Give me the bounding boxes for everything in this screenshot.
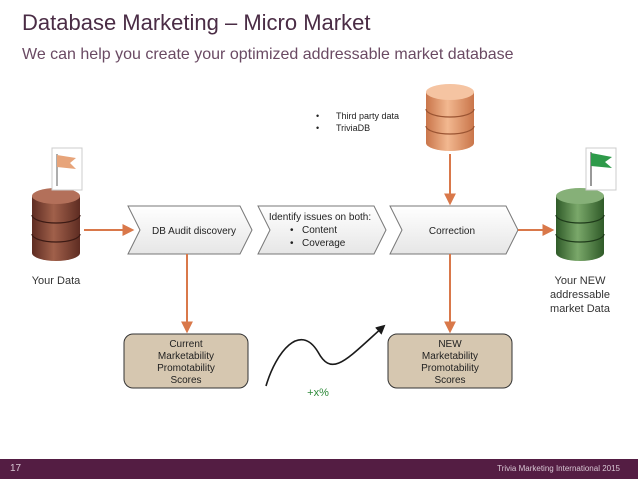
score-line: Current — [169, 339, 203, 350]
current-scores-text: Current Marketability Promotability Scor… — [157, 339, 215, 386]
third-party-database-icon — [425, 84, 475, 151]
bullet-dot: • — [316, 123, 319, 133]
start-flag-icon — [51, 147, 83, 191]
new-db-line: market Data — [550, 303, 611, 315]
new-scores-box — [387, 333, 513, 389]
correction-chevron — [389, 205, 519, 255]
your-data-database-icon — [31, 188, 81, 261]
audit-label: DB Audit discovery — [152, 226, 236, 237]
bullet-dot: • — [290, 238, 294, 249]
score-line: NEW — [438, 339, 462, 350]
slide-title: Database Marketing – Micro Market — [22, 10, 371, 35]
gain-label: +x% — [307, 387, 329, 399]
new-scores-text: NEW Marketability Promotability Scores — [421, 339, 479, 386]
score-line: Marketability — [158, 351, 214, 362]
score-line: Scores — [170, 375, 201, 386]
third-party-item: Third party data — [336, 111, 399, 121]
finish-flag-icon — [585, 147, 617, 191]
page-number: 17 — [10, 463, 22, 474]
identify-text: Identify issues on both: • Content • Cov… — [269, 212, 371, 249]
identify-item: Coverage — [302, 238, 346, 249]
third-party-list: • Third party data • TriviaDB — [316, 111, 399, 133]
growth-zigzag-arrow — [265, 324, 386, 387]
identify-heading: Identify issues on both: — [269, 212, 371, 223]
new-database-icon — [555, 188, 605, 261]
your-data-label: Your Data — [32, 275, 81, 287]
footer-credit: Trivia Marketing International 2015 — [497, 464, 620, 473]
score-line: Scores — [434, 375, 465, 386]
current-scores-box — [123, 333, 249, 389]
footer-bar: 17 Trivia Marketing International 2015 — [0, 459, 638, 479]
new-db-line: addressable — [550, 289, 610, 301]
flow-diagram: • Third party data • TriviaDB Your Data … — [31, 84, 617, 399]
third-party-item: TriviaDB — [336, 123, 370, 133]
identify-item: Content — [302, 225, 337, 236]
bullet-dot: • — [290, 225, 294, 236]
audit-chevron — [127, 205, 253, 255]
bullet-dot: • — [316, 111, 319, 121]
score-line: Promotability — [421, 363, 479, 374]
correction-label: Correction — [429, 226, 475, 237]
new-db-label: Your NEW addressable market Data — [550, 275, 611, 315]
score-line: Promotability — [157, 363, 215, 374]
score-line: Marketability — [422, 351, 478, 362]
identify-chevron — [257, 205, 387, 255]
slide-subtitle: We can help you create your optimized ad… — [22, 46, 514, 63]
new-db-line: Your NEW — [555, 275, 607, 287]
